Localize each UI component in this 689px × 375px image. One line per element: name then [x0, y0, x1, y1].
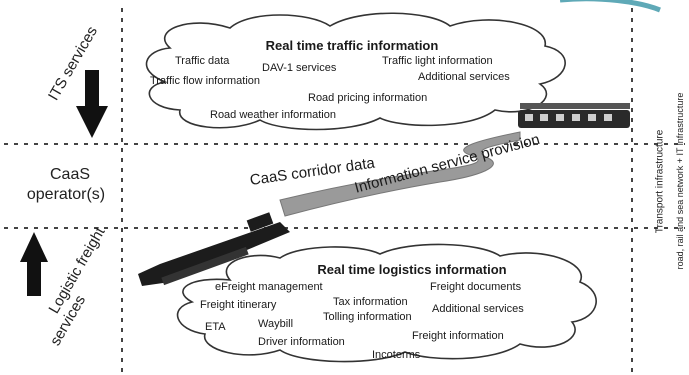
cloud-item: Traffic light information [382, 55, 493, 67]
bottom-cloud-shape [176, 243, 597, 363]
caas-label: CaaS [49, 166, 91, 183]
cloud-item: Freight documents [430, 281, 522, 293]
cloud-item: Tax information [333, 296, 408, 308]
operators-label: operator(s) [26, 186, 106, 203]
network-infrastructure-label: road, rail and sea network + IT infrastr… [675, 92, 685, 270]
cloud-item: Road pricing information [308, 92, 428, 104]
train-illustration [518, 103, 630, 128]
up-arrow-icon [20, 232, 48, 296]
cloud-item: Waybill [258, 318, 294, 330]
cloud-item: ETA [205, 321, 226, 333]
cloud-item: Additional services [432, 303, 524, 315]
cloud-item: Tolling information [323, 311, 412, 323]
cloud-item: eFreight management [215, 281, 323, 293]
bottom-cloud-title: Real time logistics information [317, 262, 507, 277]
cloud-item: Driver information [258, 336, 345, 348]
corner-accent [560, 0, 661, 13]
top-cloud-title: Real time traffic information [265, 38, 439, 53]
corridor-data-band [279, 131, 521, 217]
transport-infrastructure-label: Transport infrastructure [654, 129, 666, 234]
ship-illustration [138, 212, 290, 286]
cloud-item: Incoterms [372, 349, 421, 361]
cloud-item: Road weather information [210, 109, 336, 121]
cloud-item: Additional services [418, 71, 510, 83]
cloud-item: Freight itinerary [200, 299, 277, 311]
cloud-item: Freight information [412, 330, 504, 342]
cloud-item: Traffic flow information [150, 75, 261, 87]
top-cloud-shape [145, 12, 566, 131]
down-arrow-icon [76, 70, 108, 138]
cloud-item: Traffic data [175, 55, 230, 67]
cloud-item: DAV-1 services [262, 62, 337, 74]
